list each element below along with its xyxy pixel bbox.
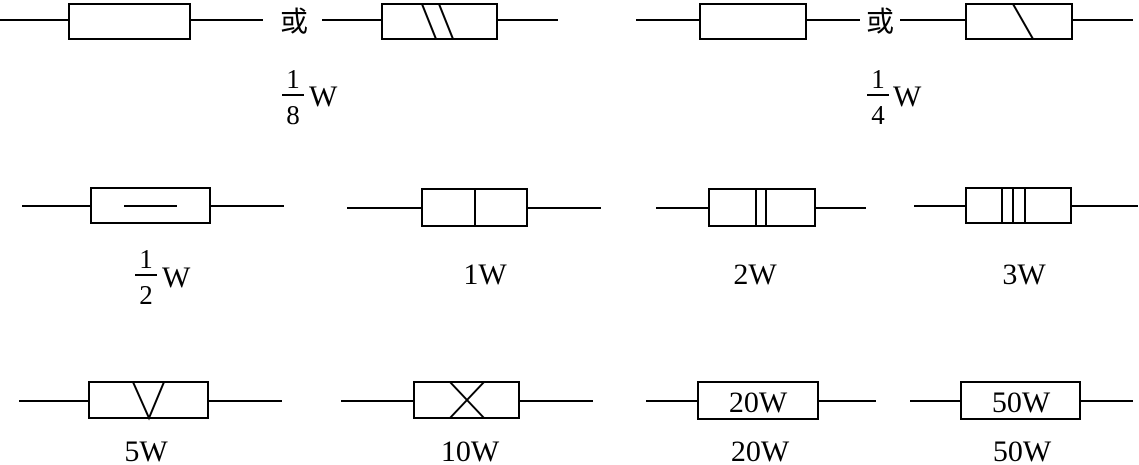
label-half-watt: 1 2 W [135,244,191,310]
resistor-quarter-watt-single-slash [900,3,1133,40]
resistor-body [68,3,191,40]
label-fifty-watt: 50W [993,435,1052,465]
cross-mark-2 [449,381,485,419]
resistor-body-text: 50W [992,386,1051,419]
slash-mark [1012,3,1034,40]
label-quarter-watt: 1 4 W [867,64,922,130]
or-text-right: 或 [866,5,894,38]
resistor-fifty-watt: 50W [910,381,1133,420]
fraction-denominator: 4 [871,100,885,130]
v-mark [132,381,165,421]
or-text-left: 或 [280,5,308,38]
resistor-quarter-watt-plain [636,3,860,40]
unit-watt: W [893,80,922,113]
label-twenty-watt: 20W [731,435,790,465]
resistor-eighth-watt-plain [0,3,263,40]
resistor-three-watt [914,187,1138,224]
label-five-watt: 5W [124,435,168,465]
resistor-ten-watt [341,381,593,419]
resistor-one-watt [347,188,601,227]
resistor-body [381,3,498,40]
resistor-body-text: 20W [729,386,788,419]
resistor-body [699,3,807,40]
fraction-numerator: 1 [139,244,153,274]
label-one-watt: 1W [463,258,507,291]
resistor-half-watt [22,187,284,224]
resistor-body [708,188,816,227]
label-ten-watt: 10W [441,435,500,465]
label-two-watt: 2W [733,258,777,291]
unit-watt: W [162,261,191,294]
fraction-denominator: 2 [139,280,153,310]
label-eighth-watt: 1 8 W [282,64,338,130]
slash-mark-2 [438,3,454,40]
resistor-body [965,187,1072,224]
fraction-numerator: 1 [286,64,300,94]
resistor-twenty-watt: 20W [646,381,876,420]
slash-mark-1 [421,3,437,40]
fraction-numerator: 1 [871,64,885,94]
resistor-eighth-watt-double-slash [322,3,558,40]
resistor-body [965,3,1073,40]
label-three-watt: 3W [1002,258,1046,291]
fraction-denominator: 8 [286,100,300,130]
unit-watt: W [309,80,338,113]
resistor-five-watt [19,381,282,421]
resistor-two-watt [656,188,866,227]
resistor-body [88,381,209,419]
